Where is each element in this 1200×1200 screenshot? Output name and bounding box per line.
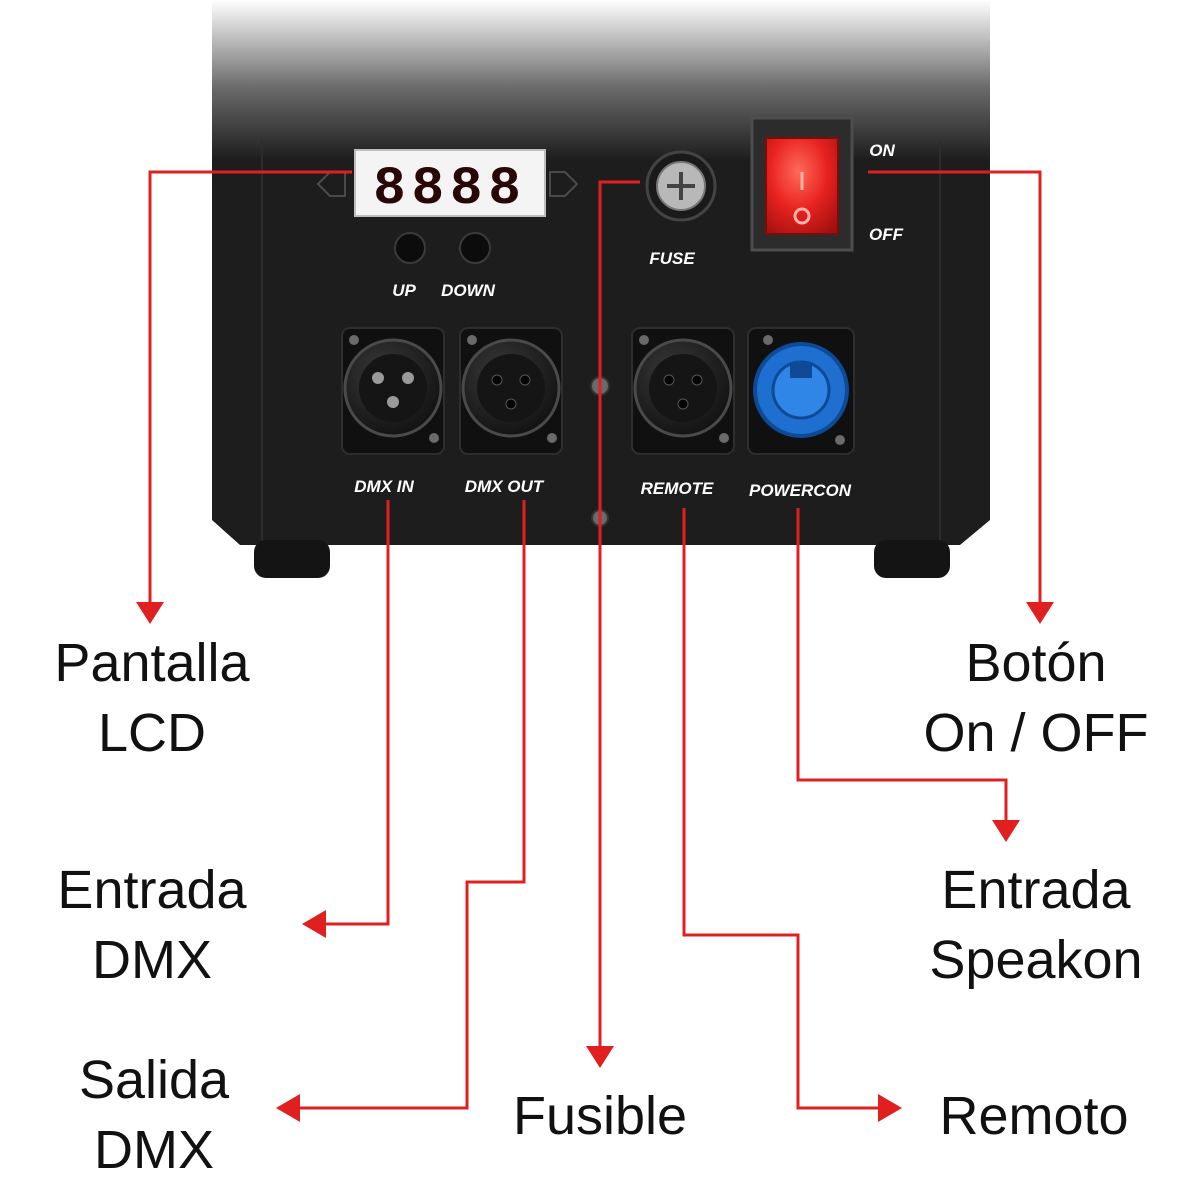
arrowhead-remote <box>878 1094 902 1122</box>
dmx-in-label: DMX IN <box>354 477 414 496</box>
led-digits: 8888 <box>373 159 527 220</box>
led-display: 8888 <box>316 149 579 220</box>
powercon-label: POWERCON <box>749 481 852 500</box>
leader-fuse <box>598 180 640 1052</box>
callout-speakon-line1: Entrada <box>941 860 1131 920</box>
power-switch[interactable] <box>750 116 854 252</box>
leader-power-switch <box>868 170 1042 608</box>
arrowhead-dmx-out <box>276 1094 300 1122</box>
arrowhead-power-switch <box>1026 602 1054 624</box>
leader-remote <box>682 508 882 1110</box>
right-foot <box>874 540 950 578</box>
on-label: ON <box>869 141 895 160</box>
up-button[interactable] <box>394 232 426 264</box>
left-foot <box>254 540 330 578</box>
arrowhead-fuse <box>586 1046 614 1068</box>
fuse-holder[interactable] <box>645 150 717 222</box>
dmx-in-connector[interactable] <box>341 327 445 455</box>
dmx-out-label: DMX OUT <box>465 477 545 496</box>
leader-lcd <box>148 170 352 608</box>
callout-fuse: Fusible <box>513 1086 687 1146</box>
dmx-out-connector[interactable] <box>459 327 563 455</box>
off-label: OFF <box>869 225 904 244</box>
fuse-label: FUSE <box>649 249 695 268</box>
leader-speakon <box>796 508 1008 826</box>
arrowhead-dmx-in <box>302 910 326 938</box>
callout-dmx-in-line2: DMX <box>92 930 212 990</box>
callout-power-switch-line1: Botón <box>965 633 1106 693</box>
callout-power-switch-line2: On / OFF <box>923 703 1148 763</box>
callout-dmx-out-line1: Salida <box>79 1050 230 1110</box>
remote-connector[interactable] <box>631 327 735 455</box>
callout-dmx-in-line1: Entrada <box>57 860 247 920</box>
callout-dmx-out-line2: DMX <box>94 1120 214 1180</box>
leader-dmx-out <box>298 500 526 1110</box>
remote-label: REMOTE <box>641 479 714 498</box>
leader-dmx-in <box>322 500 390 926</box>
powercon-connector[interactable] <box>747 327 855 455</box>
callout-lcd-line1: Pantalla <box>54 633 250 693</box>
up-label: UP <box>392 281 416 300</box>
down-button[interactable] <box>459 232 491 264</box>
callout-lcd-line2: LCD <box>98 703 206 763</box>
down-label: DOWN <box>441 281 496 300</box>
arrowhead-lcd <box>136 602 164 624</box>
callout-speakon-line2: Speakon <box>929 930 1142 990</box>
arrowhead-speakon <box>992 820 1020 842</box>
callout-remote: Remoto <box>939 1086 1128 1146</box>
